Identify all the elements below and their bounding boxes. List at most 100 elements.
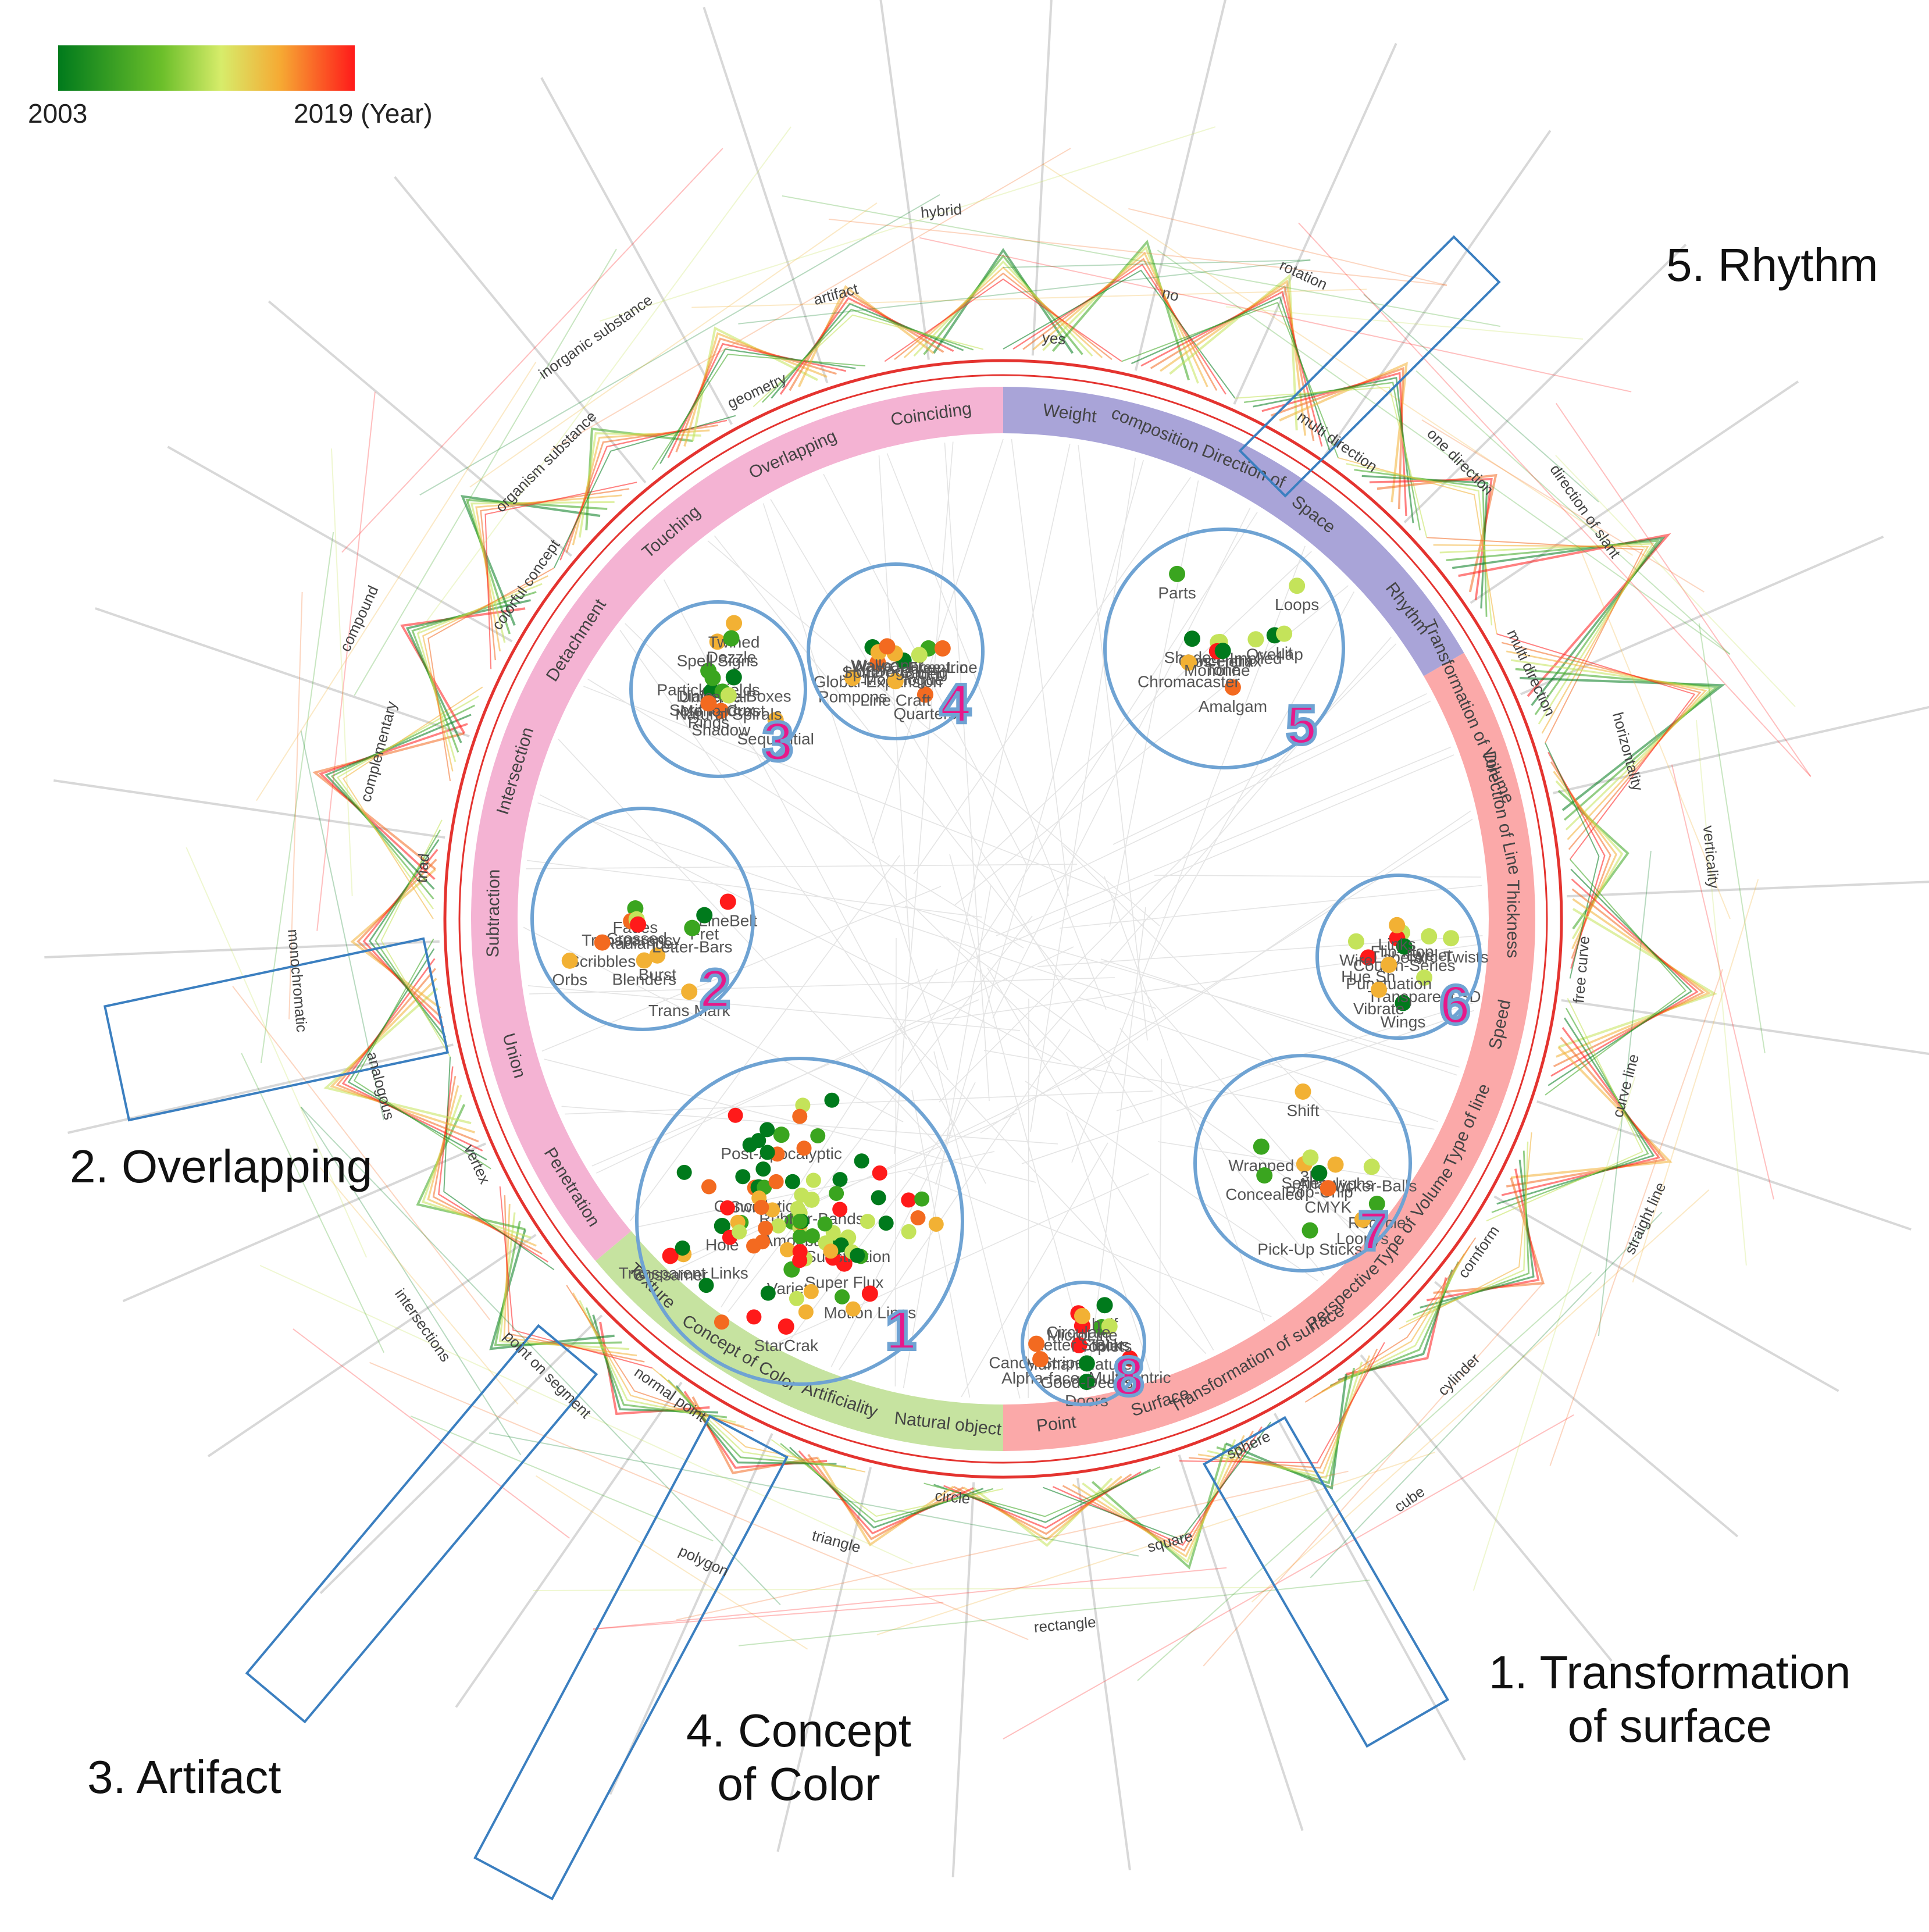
axis-value-label: vertex <box>461 1142 494 1186</box>
data-point-label: Motion Lines <box>823 1303 916 1321</box>
ring-segment-pink <box>471 387 1003 1261</box>
data-point <box>768 1174 784 1189</box>
flow-bundle-line <box>1501 641 1702 850</box>
callout-concept-color-line2: of Color <box>717 1758 880 1810</box>
flow-bundle-line <box>1062 1431 1254 1552</box>
network-line <box>830 1082 976 1367</box>
inner-network <box>523 439 1483 1399</box>
cluster-number: 3 <box>762 711 793 773</box>
network-line <box>544 1058 1036 1183</box>
flow-bundle-line <box>1121 302 1339 458</box>
data-point <box>792 1229 808 1245</box>
flow-bundle-line <box>1413 1150 1530 1316</box>
flow-bundle-line <box>318 723 468 880</box>
network-line <box>778 1173 1150 1343</box>
flow-connector-line <box>1225 306 1584 340</box>
flow-bundle-line <box>771 302 964 399</box>
cluster-circle <box>1103 527 1345 769</box>
flow-bundle-line <box>1515 668 1720 821</box>
axis-spoke <box>1233 42 1397 405</box>
cluster-circle <box>635 1057 964 1386</box>
data-point <box>1247 631 1264 648</box>
flow-connector-line <box>1671 764 1774 1200</box>
axis-spoke <box>1470 380 1799 604</box>
flow-connector-line <box>919 237 1632 393</box>
flow-bundle-line <box>1433 544 1649 734</box>
flow-bundle-line <box>651 354 866 470</box>
axis-spoke <box>540 77 733 425</box>
data-point <box>771 1218 786 1234</box>
flow-connector-line <box>1421 419 1705 593</box>
axis-value-label: circle <box>935 1487 971 1507</box>
flow-bundle-line <box>691 326 818 441</box>
flow-bundle-line <box>1253 376 1414 523</box>
data-point <box>1347 933 1364 950</box>
data-point <box>1363 1159 1380 1175</box>
flow-connector-line <box>1251 1189 1710 1603</box>
flow-bundle-line <box>1496 1017 1655 1205</box>
data-point <box>732 1224 747 1240</box>
flow-connector-line <box>1203 1282 1544 1667</box>
flow-bundle-line <box>400 607 526 734</box>
axis-spoke <box>1434 1281 1739 1538</box>
flow-bundle-line <box>675 337 837 452</box>
flow-bundle-line <box>405 599 531 743</box>
flow-bundle-line <box>807 1453 964 1541</box>
data-point-label: Arc-Twists <box>1414 948 1489 966</box>
data-point-label: Punctuation <box>1346 975 1432 993</box>
flow-connector-line <box>330 448 353 896</box>
flow-bundle-line <box>1051 239 1190 380</box>
data-point <box>1395 994 1411 1011</box>
flow-bundle-line <box>1329 1261 1460 1387</box>
data-point <box>725 669 742 686</box>
data-point <box>742 1137 758 1153</box>
data-point-label: Lit <box>1275 644 1293 662</box>
data-point <box>845 1301 861 1317</box>
data-point-label: Free-Line <box>908 658 978 676</box>
data-point <box>630 916 647 933</box>
flow-bundle-line <box>553 415 736 569</box>
data-point-label: Wallpaper <box>851 656 924 674</box>
data-point <box>758 1220 773 1236</box>
network-line <box>1086 907 1146 1392</box>
data-point-label: Wave <box>852 657 893 675</box>
flow-bundle-line <box>1420 1159 1535 1309</box>
data-point <box>850 1247 865 1263</box>
flow-bundle-line <box>1091 1443 1227 1570</box>
highlight-boxes <box>103 235 1501 1901</box>
flow-connector-line <box>369 1361 1029 1641</box>
flow-bundle-line <box>330 978 475 1133</box>
data-point <box>803 1284 819 1299</box>
data-point-label: Transparent Links <box>619 1264 748 1282</box>
data-point <box>1071 1336 1087 1353</box>
network-line <box>904 906 1460 1068</box>
network-line <box>897 511 1258 1072</box>
data-point <box>755 1161 771 1177</box>
data-point-label: Natural Spirals <box>675 705 782 723</box>
network-line <box>1028 998 1029 1398</box>
data-point <box>796 1140 812 1156</box>
flow-bundle-line <box>1225 1374 1347 1490</box>
network-line <box>1011 439 1069 897</box>
flow-bundle-line <box>498 1212 630 1350</box>
highlight-box-artifact <box>245 1324 598 1724</box>
axis-value-label: colorful concept <box>489 536 564 633</box>
data-point <box>720 687 737 704</box>
axis-spoke <box>1536 1100 1912 1231</box>
data-point <box>1289 578 1306 594</box>
data-point <box>704 669 721 686</box>
axis-value-label: hybrid <box>920 200 962 221</box>
data-point-label: Implied <box>1229 649 1282 667</box>
data-point <box>1396 938 1413 955</box>
data-point-label: Alpha-face <box>1001 1369 1079 1387</box>
cluster-number: 4 <box>940 673 971 735</box>
flow-bundle-line <box>470 501 615 643</box>
axis-spoke <box>207 1234 537 1457</box>
data-point <box>805 1172 821 1188</box>
flow-bundle-line <box>1082 1439 1236 1564</box>
flow-bundle-line <box>1550 878 1699 1077</box>
network-line <box>839 1029 1071 1370</box>
data-point-label: Chromacaster <box>1138 672 1240 690</box>
